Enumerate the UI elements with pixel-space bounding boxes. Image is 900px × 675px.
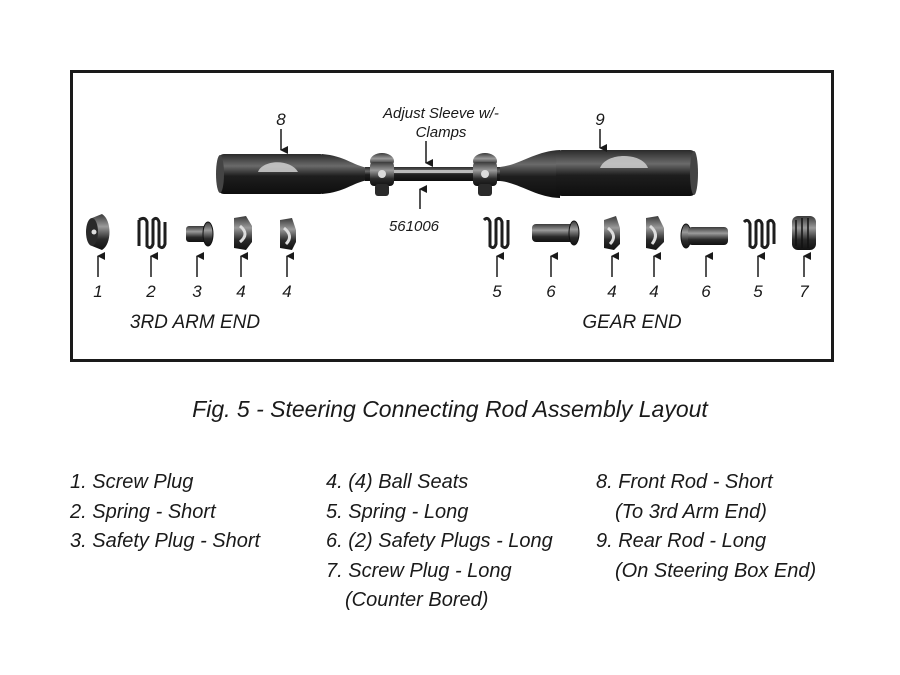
legend-item-note: (On Steering Box End): [615, 559, 817, 582]
safety-plug-long-2: [680, 223, 728, 249]
front-rod-short: [216, 154, 368, 194]
callout-number-9: 9: [595, 110, 605, 129]
clamp-left: [370, 153, 394, 196]
spring-long-1: [482, 216, 510, 250]
legend-item-note: (To 3rd Arm End): [615, 500, 767, 523]
part-number-label: 3: [192, 282, 202, 301]
ball-seat-left-1: [234, 216, 252, 250]
exploded-assembly-diagram: 8 9 Adjust Sleeve w/- Clamps 561006: [86, 105, 816, 333]
part-number: 561006: [389, 218, 440, 235]
callout-part-number: 561006: [389, 185, 440, 235]
right-end-label: GEAR END: [582, 312, 682, 333]
ball-seat-right-2: [646, 216, 664, 250]
legend-item: 6. (2) Safety Plugs - Long: [326, 530, 553, 552]
legend-item: 7. Screw Plug - Long: [326, 559, 512, 582]
legend-item-note: (Counter Bored): [345, 589, 489, 611]
legend-column-2: 4. (4) Ball Seats 5. Spring - Long 6. (2…: [326, 468, 553, 616]
part-number-label: 1: [93, 282, 102, 301]
callout-rear-rod: 9: [595, 110, 607, 152]
left-parts: [86, 214, 296, 250]
adjust-sleeve-label-line2: Clamps: [416, 124, 467, 141]
part-number-labels: 1 2 3 4 4 5 6 4 4 6 5 7: [93, 252, 811, 301]
legend-item: 2. Spring - Short: [70, 500, 216, 523]
part-number-label: 5: [492, 282, 502, 301]
part-number-label: 2: [145, 282, 156, 301]
legend-item: 5. Spring - Long: [326, 500, 469, 523]
part-number-label: 4: [607, 282, 616, 301]
ball-seat-right-1: [604, 216, 620, 250]
spring-long-2: [742, 218, 776, 250]
part-number-label: 7: [799, 282, 809, 301]
ball-seat-left-2: [280, 218, 296, 250]
legend-item: 9. Rear Rod - Long: [596, 530, 767, 552]
part-number-label: 4: [236, 282, 245, 301]
legend-column-3: 8. Front Rod - Short (To 3rd Arm End) 9.…: [596, 468, 816, 586]
callout-front-rod: 8: [276, 110, 288, 154]
part-number-label: 6: [546, 282, 556, 301]
safety-plug-short: [186, 221, 214, 247]
legend-item: 8. Front Rod - Short: [596, 471, 773, 493]
right-parts: [482, 216, 816, 250]
part-number-label: 4: [282, 282, 291, 301]
legend-item: 3. Safety Plug - Short: [70, 530, 261, 552]
screw-plug-long: [792, 216, 816, 250]
spring-short: [137, 216, 167, 250]
rear-rod-long: [500, 150, 698, 198]
safety-plug-long-1: [532, 220, 580, 246]
rod-assembly: [216, 150, 698, 198]
legend-item: 4. (4) Ball Seats: [326, 471, 469, 493]
callout-adjust-sleeve: Adjust Sleeve w/- Clamps: [382, 105, 499, 167]
adjust-sleeve: [365, 153, 505, 196]
adjust-sleeve-label-line1: Adjust Sleeve w/-: [382, 105, 499, 122]
legend-item: 1. Screw Plug: [70, 471, 194, 493]
part-number-label: 5: [753, 282, 763, 301]
callout-number-8: 8: [276, 110, 286, 129]
left-end-label: 3RD ARM END: [130, 312, 260, 333]
part-number-label: 4: [649, 282, 658, 301]
part-number-label: 6: [701, 282, 711, 301]
screw-plug-short: [86, 214, 110, 250]
figure-caption: Fig. 5 - Steering Connecting Rod Assembl…: [192, 396, 708, 422]
diagram-frame: [70, 70, 834, 362]
legend-column-1: 1. Screw Plug 2. Spring - Short 3. Safet…: [70, 468, 260, 557]
clamp-right: [473, 153, 497, 196]
